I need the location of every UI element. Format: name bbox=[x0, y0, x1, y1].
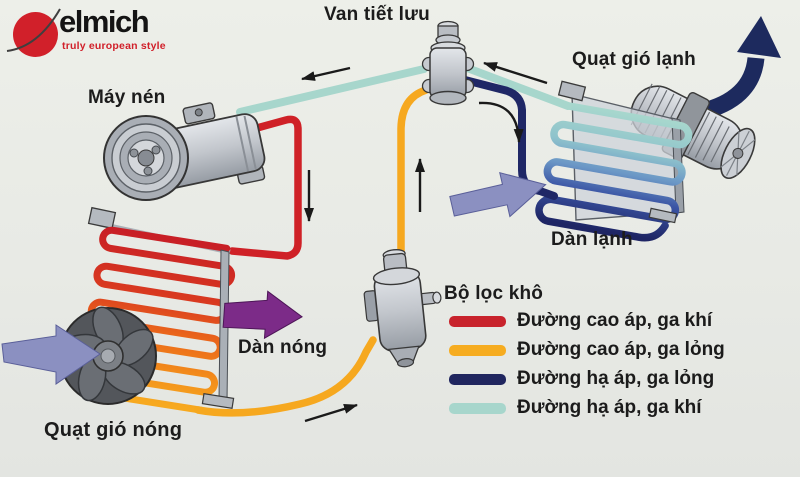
dryer-filter-graphic bbox=[363, 249, 442, 368]
logo-swoosh bbox=[6, 8, 61, 52]
flow-direction-arrows bbox=[301, 61, 548, 423]
legend-label: Đường cao áp, ga lỏng bbox=[517, 339, 725, 360]
hot-air-out-arrow bbox=[222, 290, 303, 340]
legend-row-high-pressure-liquid: Đường cao áp, ga lỏng bbox=[449, 338, 725, 362]
legend-swatch-orange bbox=[449, 344, 506, 356]
label-compressor: Máy nén bbox=[88, 87, 166, 108]
compressor-graphic bbox=[103, 102, 266, 201]
legend-swatch-red bbox=[449, 315, 506, 327]
label-condenser: Dàn nóng bbox=[238, 337, 328, 358]
label-expansion-valve: Van tiết lưu bbox=[324, 4, 430, 25]
legend-label: Đường cao áp, ga khí bbox=[517, 310, 713, 331]
label-hot-fan: Quạt gió nóng bbox=[44, 419, 183, 441]
high-pressure-gas-tube bbox=[228, 115, 302, 260]
label-cold-fan: Quạt gió lạnh bbox=[572, 49, 696, 70]
low-pressure-gas-tube bbox=[236, 62, 572, 116]
evaporator-coil bbox=[535, 102, 693, 242]
legend: Đường cao áp, ga khí Đường cao áp, ga lỏ… bbox=[449, 309, 725, 425]
label-evaporator: Dàn lạnh bbox=[551, 229, 633, 250]
legend-label: Đường hạ áp, ga khí bbox=[517, 397, 702, 418]
label-dryer-filter: Bộ lọc khô bbox=[444, 283, 544, 304]
evaporator bbox=[535, 80, 693, 242]
legend-swatch-navy bbox=[449, 373, 506, 385]
legend-row-low-pressure-liquid: Đường hạ áp, ga lỏng bbox=[449, 367, 725, 391]
cold-air-arrow bbox=[697, 16, 781, 121]
legend-swatch-teal bbox=[449, 402, 506, 414]
brand-logo-text: elmich bbox=[59, 4, 150, 39]
legend-label: Đường hạ áp, ga lỏng bbox=[517, 368, 715, 389]
airflow-arrow-into-hot-fan bbox=[1, 324, 101, 385]
legend-row-low-pressure-gas: Đường hạ áp, ga khí bbox=[449, 396, 725, 420]
condenser-coil bbox=[76, 226, 236, 414]
legend-row-high-pressure-gas: Đường cao áp, ga khí bbox=[449, 309, 725, 333]
logo-circle bbox=[13, 12, 58, 57]
airflow-arrow-into-evaporator bbox=[449, 171, 547, 218]
expansion-valve-graphic bbox=[421, 20, 475, 106]
logo-mark bbox=[6, 8, 61, 57]
brand-tagline: truly european style bbox=[62, 40, 166, 52]
high-pressure-liquid-tube bbox=[194, 86, 430, 417]
